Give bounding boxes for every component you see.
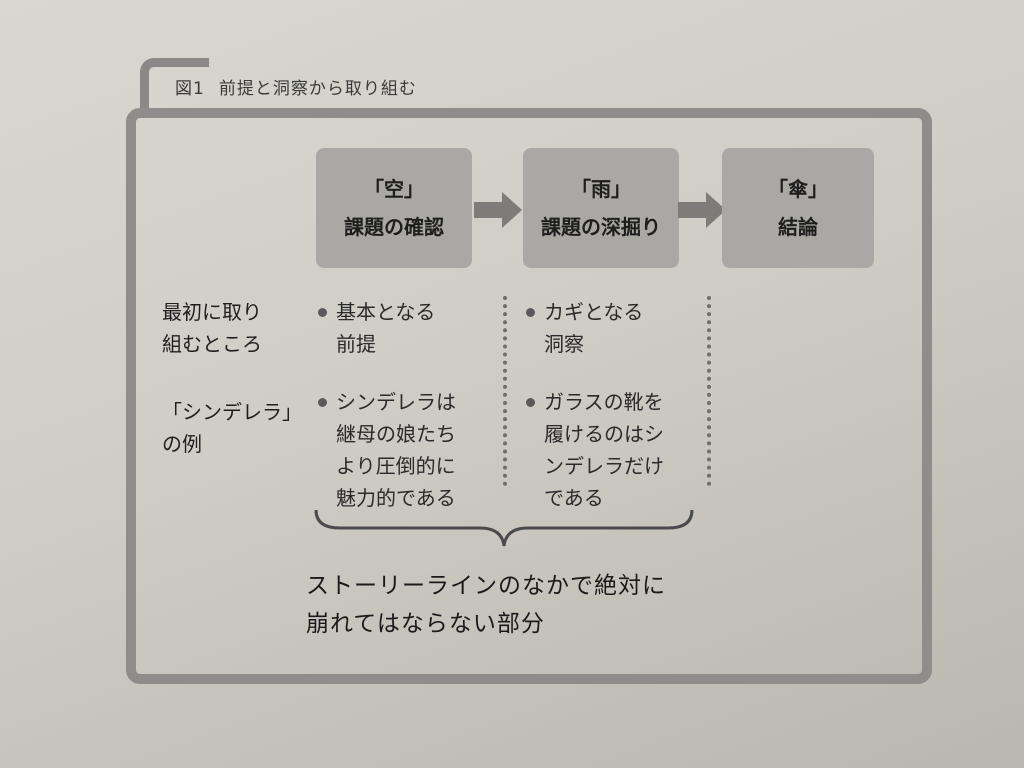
sky-example-item: シンデレラは 継母の娘たち より圧倒的に 魅力的である (316, 386, 494, 514)
sky-premise-item: 基本となる 前提 (316, 296, 494, 360)
rain-example-item: ガラスの靴を 履けるのはシ ンデレラだけ である (524, 386, 704, 514)
arrow-right-icon (678, 192, 726, 228)
figure-number: 図1 (175, 79, 205, 99)
sky-column-list: 基本となる 前提 シンデレラは 継母の娘たち より圧倒的に 魅力的である (316, 296, 494, 514)
rain-insight-item: カギとなる 洞察 (524, 296, 704, 360)
stage-rain-box: 「雨」 課題の深掘り (523, 148, 679, 268)
row-label-first: 最初に取り 組むところ (162, 300, 262, 356)
stage-umbrella-box: 「傘」 結論 (722, 148, 874, 268)
stage-umbrella-desc: 結論 (778, 215, 818, 239)
rain-column-list: カギとなる 洞察 ガラスの靴を 履けるのはシ ンデレラだけ である (524, 296, 704, 514)
stage-umbrella-name: 「傘」 (768, 177, 828, 201)
conclusion-text: ストーリーラインのなかで絶対に 崩れてはならない部分 (306, 573, 666, 637)
stage-sky-desc: 課題の確認 (344, 215, 444, 239)
stage-sky-box: 「空」 課題の確認 (316, 148, 472, 268)
figure-title: 前提と洞察から取り組む (218, 79, 417, 99)
arrow-right-icon (474, 192, 522, 228)
stage-rain-desc: 課題の深掘り (541, 215, 661, 239)
figure-caption: 図1 前提と洞察から取り組む (175, 74, 417, 99)
stage-sky-name: 「空」 (364, 177, 424, 201)
diagram-frame (126, 108, 932, 684)
stage-rain-name: 「雨」 (571, 177, 631, 201)
row-label-example: 「シンデレラ」 の例 (162, 400, 302, 456)
curly-brace-icon (314, 509, 694, 547)
caption-bracket (140, 58, 209, 109)
column-divider (503, 296, 507, 486)
column-divider (707, 296, 711, 486)
